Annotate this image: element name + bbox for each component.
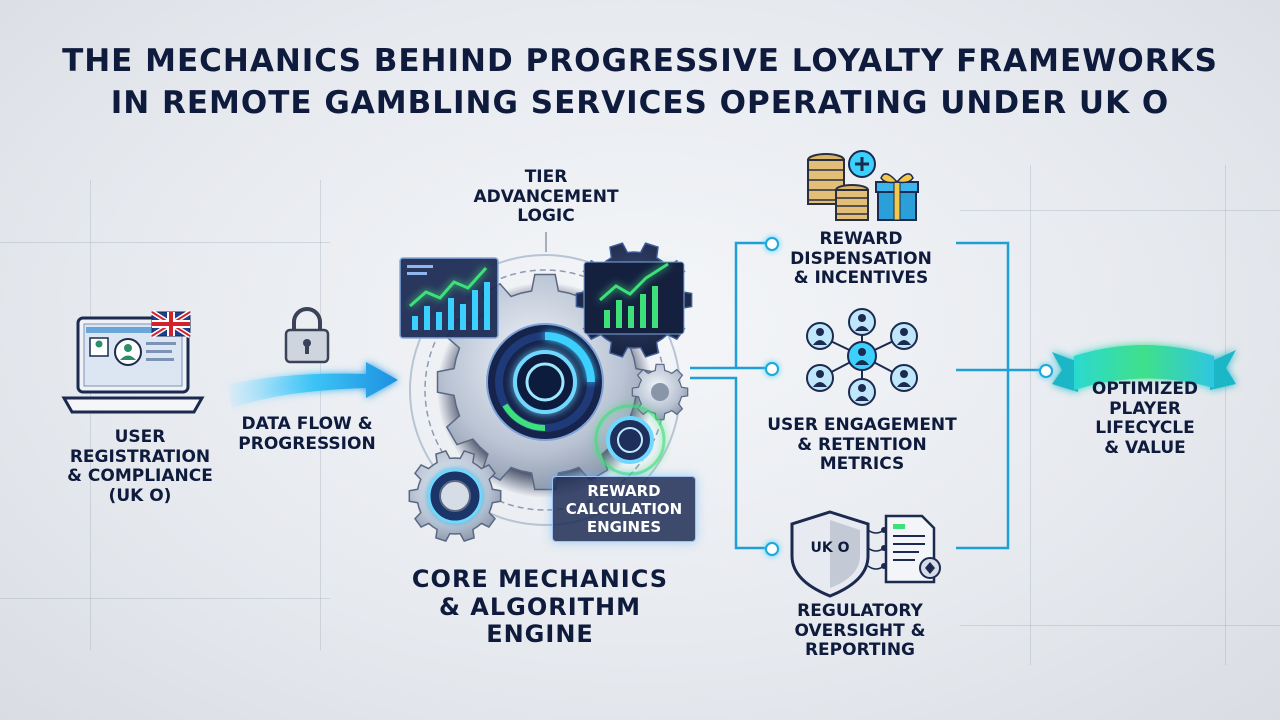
ribbon-banner-icon: [1052, 345, 1236, 392]
network-users-icon: [806, 308, 918, 406]
data-flow-arrow: [228, 362, 398, 408]
registration-label: USER REGISTRATION & COMPLIANCE (UK O): [40, 427, 240, 506]
grid-line: [1030, 165, 1031, 665]
registration-label-line: (UK O): [108, 485, 172, 506]
engagement-label-line: METRICS: [819, 454, 905, 475]
user-head: [858, 384, 866, 392]
core-label-line: ENGINE: [486, 620, 594, 649]
engagement-label: USER ENGAGEMENT & RETENTION METRICS: [752, 415, 972, 475]
grid-line: [1225, 165, 1226, 665]
green-ring-gear-icon: [594, 404, 666, 476]
regulatory-label-line: REPORTING: [804, 640, 916, 661]
growth-chart-panel: [399, 257, 499, 339]
tier-label-line: ADVANCEMENT: [473, 186, 619, 207]
page-title-line-2: IN REMOTE GAMBLING SERVICES OPERATING UN…: [110, 85, 1170, 121]
user-head: [900, 370, 908, 378]
connector-node: [765, 237, 779, 251]
grid-line: [960, 210, 1280, 211]
user-head: [816, 370, 824, 378]
user-body: [855, 326, 869, 331]
shield-text: UK O: [810, 540, 850, 556]
data-flow-label: DATA FLOW & PROGRESSION: [222, 414, 392, 454]
user-head: [858, 314, 866, 322]
user-head: [816, 328, 824, 336]
grid-line: [320, 180, 321, 650]
regulatory-label: REGULATORY OVERSIGHT & REPORTING: [770, 601, 950, 661]
uk-flag-icon: [150, 309, 192, 339]
engagement-label-line: USER ENGAGEMENT: [767, 415, 957, 435]
connector-node: [1039, 364, 1053, 378]
user-body: [855, 396, 869, 401]
connector-output-bus: [956, 241, 1010, 550]
data-flow-label-line: PROGRESSION: [238, 433, 376, 454]
coins-gift-icon: [807, 150, 919, 221]
user-body: [897, 340, 911, 345]
tiny-gear-icon: [631, 363, 689, 421]
regulatory-label-line: OVERSIGHT &: [794, 620, 926, 641]
calc-label-line: CALCULATION: [565, 500, 683, 518]
lifecycle-label-line: & VALUE: [1104, 437, 1186, 458]
reward-label-line: & INCENTIVES: [793, 268, 929, 289]
connector-node: [765, 542, 779, 556]
lifecycle-label-line: LIFECYCLE: [1095, 418, 1195, 439]
lifecycle-label: OPTIMIZED PLAYER LIFECYCLE & VALUE: [1085, 379, 1205, 458]
grid-line: [90, 180, 91, 650]
calculation-engines-box: REWARD CALCULATION ENGINES: [552, 476, 696, 542]
calc-label-line: REWARD: [587, 482, 661, 500]
data-flow-label-line: DATA FLOW &: [241, 414, 373, 434]
user-head: [858, 348, 866, 356]
tier-label-line: LOGIC: [517, 206, 575, 227]
connector-regulatory: [690, 376, 770, 550]
tier-label-line: TIER: [524, 167, 568, 187]
calc-label-line: ENGINES: [586, 518, 662, 536]
tier-chart-panel: [583, 261, 685, 335]
registration-label-line: REGISTRATION: [69, 446, 211, 467]
connector-reward: [690, 241, 770, 370]
document-icon: [867, 514, 941, 584]
reward-label-line: REWARD: [819, 229, 903, 249]
registration-label-line: & COMPLIANCE: [67, 466, 213, 487]
core-label: CORE MECHANICS & ALGORITHM ENGINE: [385, 565, 695, 649]
registration-label-line: USER: [114, 427, 166, 447]
user-body: [813, 340, 827, 345]
tier-label: TIER ADVANCEMENT LOGIC: [466, 167, 626, 227]
regulatory-label-line: REGULATORY: [797, 601, 923, 621]
shield-icon: [790, 510, 870, 598]
lifecycle-label-line: PLAYER: [1109, 398, 1181, 419]
user-body: [813, 382, 827, 387]
page-title-line-1: THE MECHANICS BEHIND PROGRESSIVE LOYALTY…: [62, 43, 1218, 79]
core-label-line: CORE MECHANICS: [411, 565, 669, 593]
engagement-label-line: & RETENTION: [797, 434, 927, 455]
padlock-icon: [284, 307, 330, 364]
small-gear-icon: [408, 449, 502, 543]
reward-label-line: DISPENSATION: [790, 248, 932, 269]
user-body: [897, 382, 911, 387]
core-label-line: & ALGORITHM: [438, 592, 641, 621]
user-body: [855, 360, 869, 365]
user-head: [900, 328, 908, 336]
grid-line: [960, 625, 1280, 626]
grid-line: [0, 242, 330, 243]
connector-node: [765, 362, 779, 376]
reward-label: REWARD DISPENSATION & INCENTIVES: [776, 229, 946, 289]
grid-line: [0, 598, 330, 599]
lifecycle-label-line: OPTIMIZED: [1091, 379, 1199, 399]
